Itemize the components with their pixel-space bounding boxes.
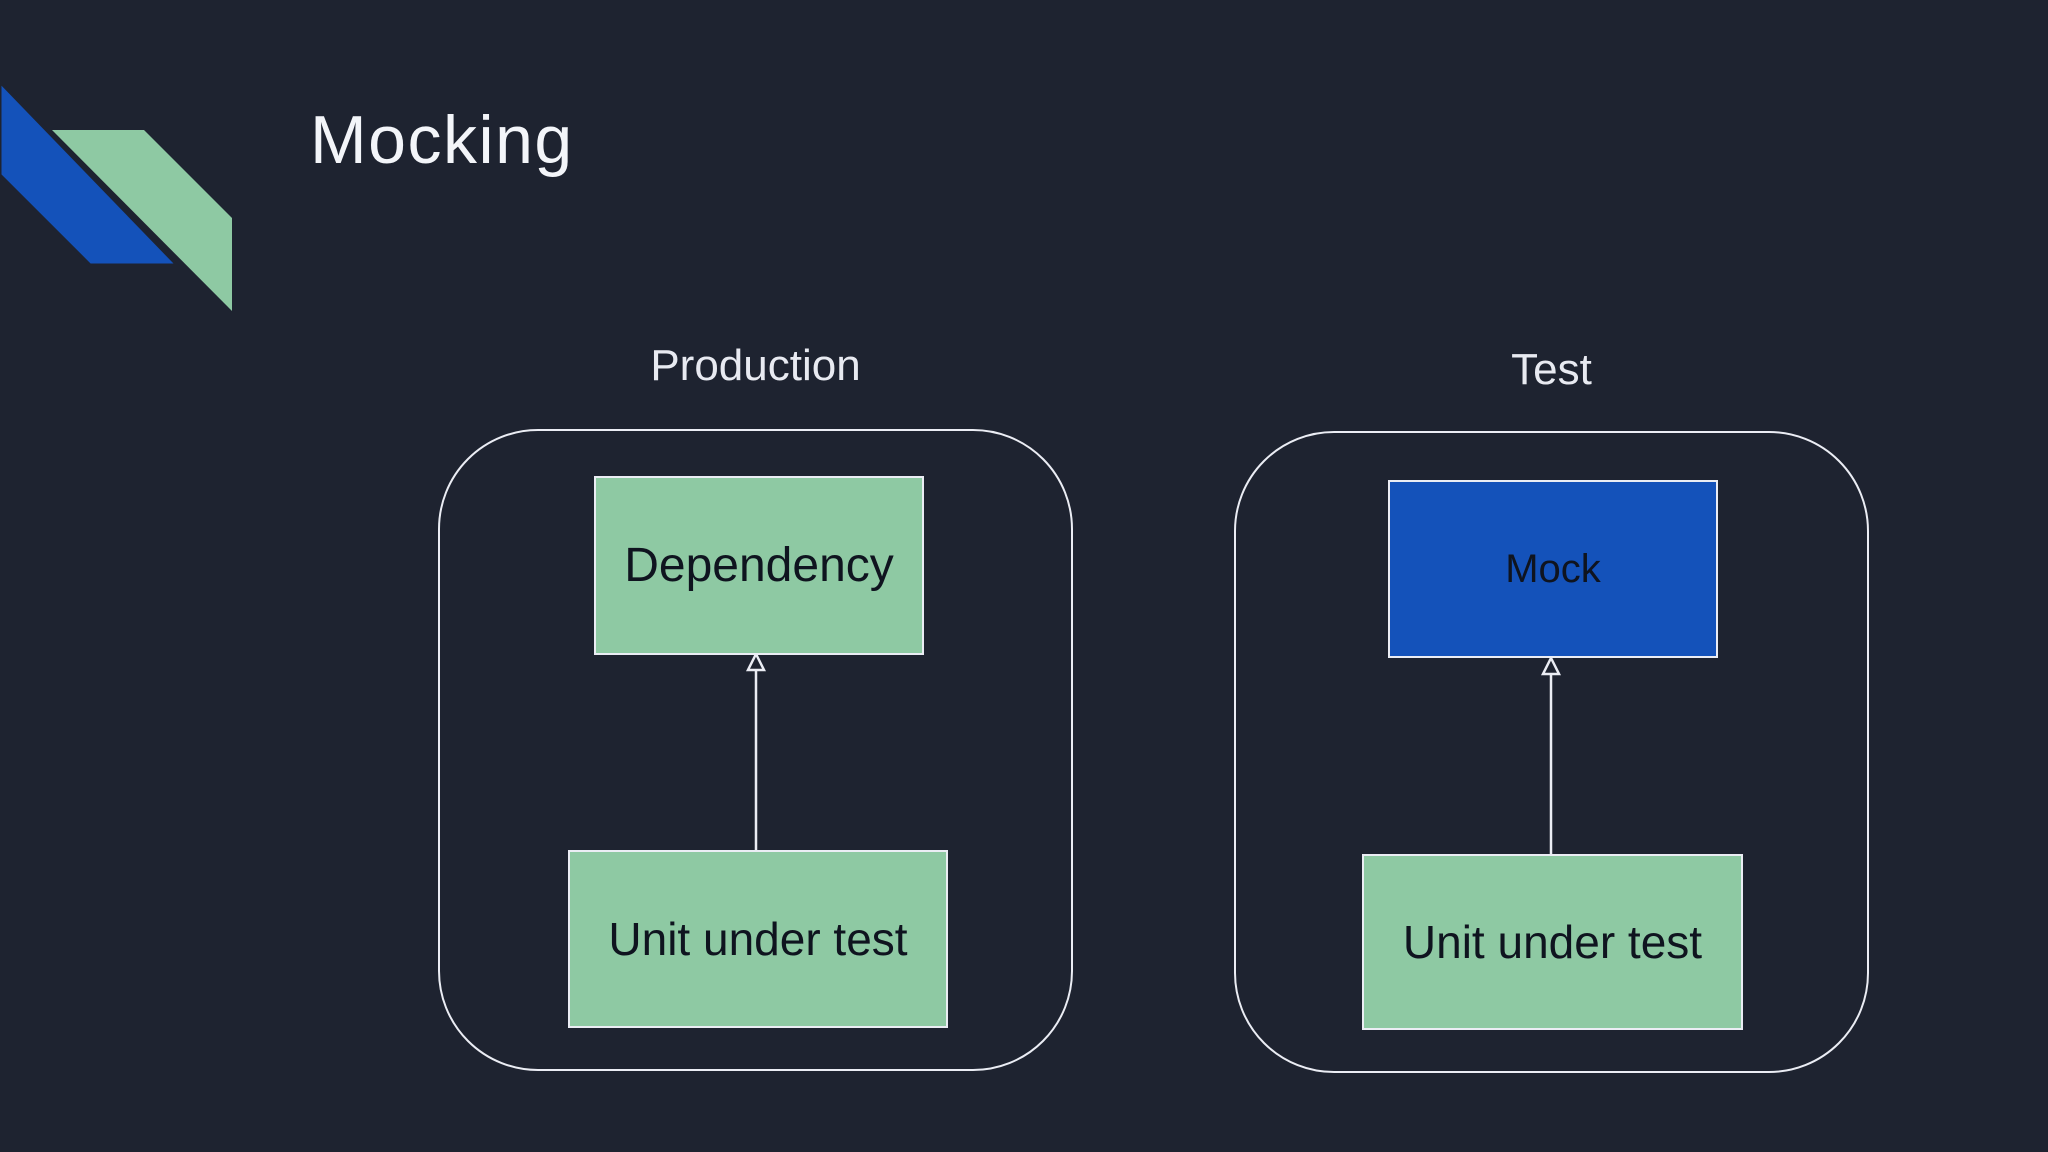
unit-under-test-label: Unit under test (1402, 916, 1703, 968)
dependency-box: Dependency (594, 476, 924, 655)
production-panel-label: Production (650, 341, 861, 390)
production-panel: Dependency Unit under test (438, 429, 1073, 1071)
unit-under-test-label: Unit under test (608, 913, 908, 965)
corner-ribbon-decoration (0, 79, 232, 311)
unit-under-test-box-test: Unit under test (1362, 854, 1743, 1030)
green-ribbon-shape (52, 130, 232, 311)
unit-under-test-box-production: Unit under test (568, 850, 948, 1028)
blue-ribbon-shape (0, 79, 181, 267)
test-panel: Mock Unit under test (1234, 431, 1869, 1073)
dependency-box-label: Dependency (624, 538, 894, 592)
mock-box-label: Mock (1505, 547, 1601, 591)
mock-box: Mock (1388, 480, 1718, 658)
test-panel-label: Test (1511, 345, 1592, 394)
slide-title: Mocking (310, 102, 574, 178)
